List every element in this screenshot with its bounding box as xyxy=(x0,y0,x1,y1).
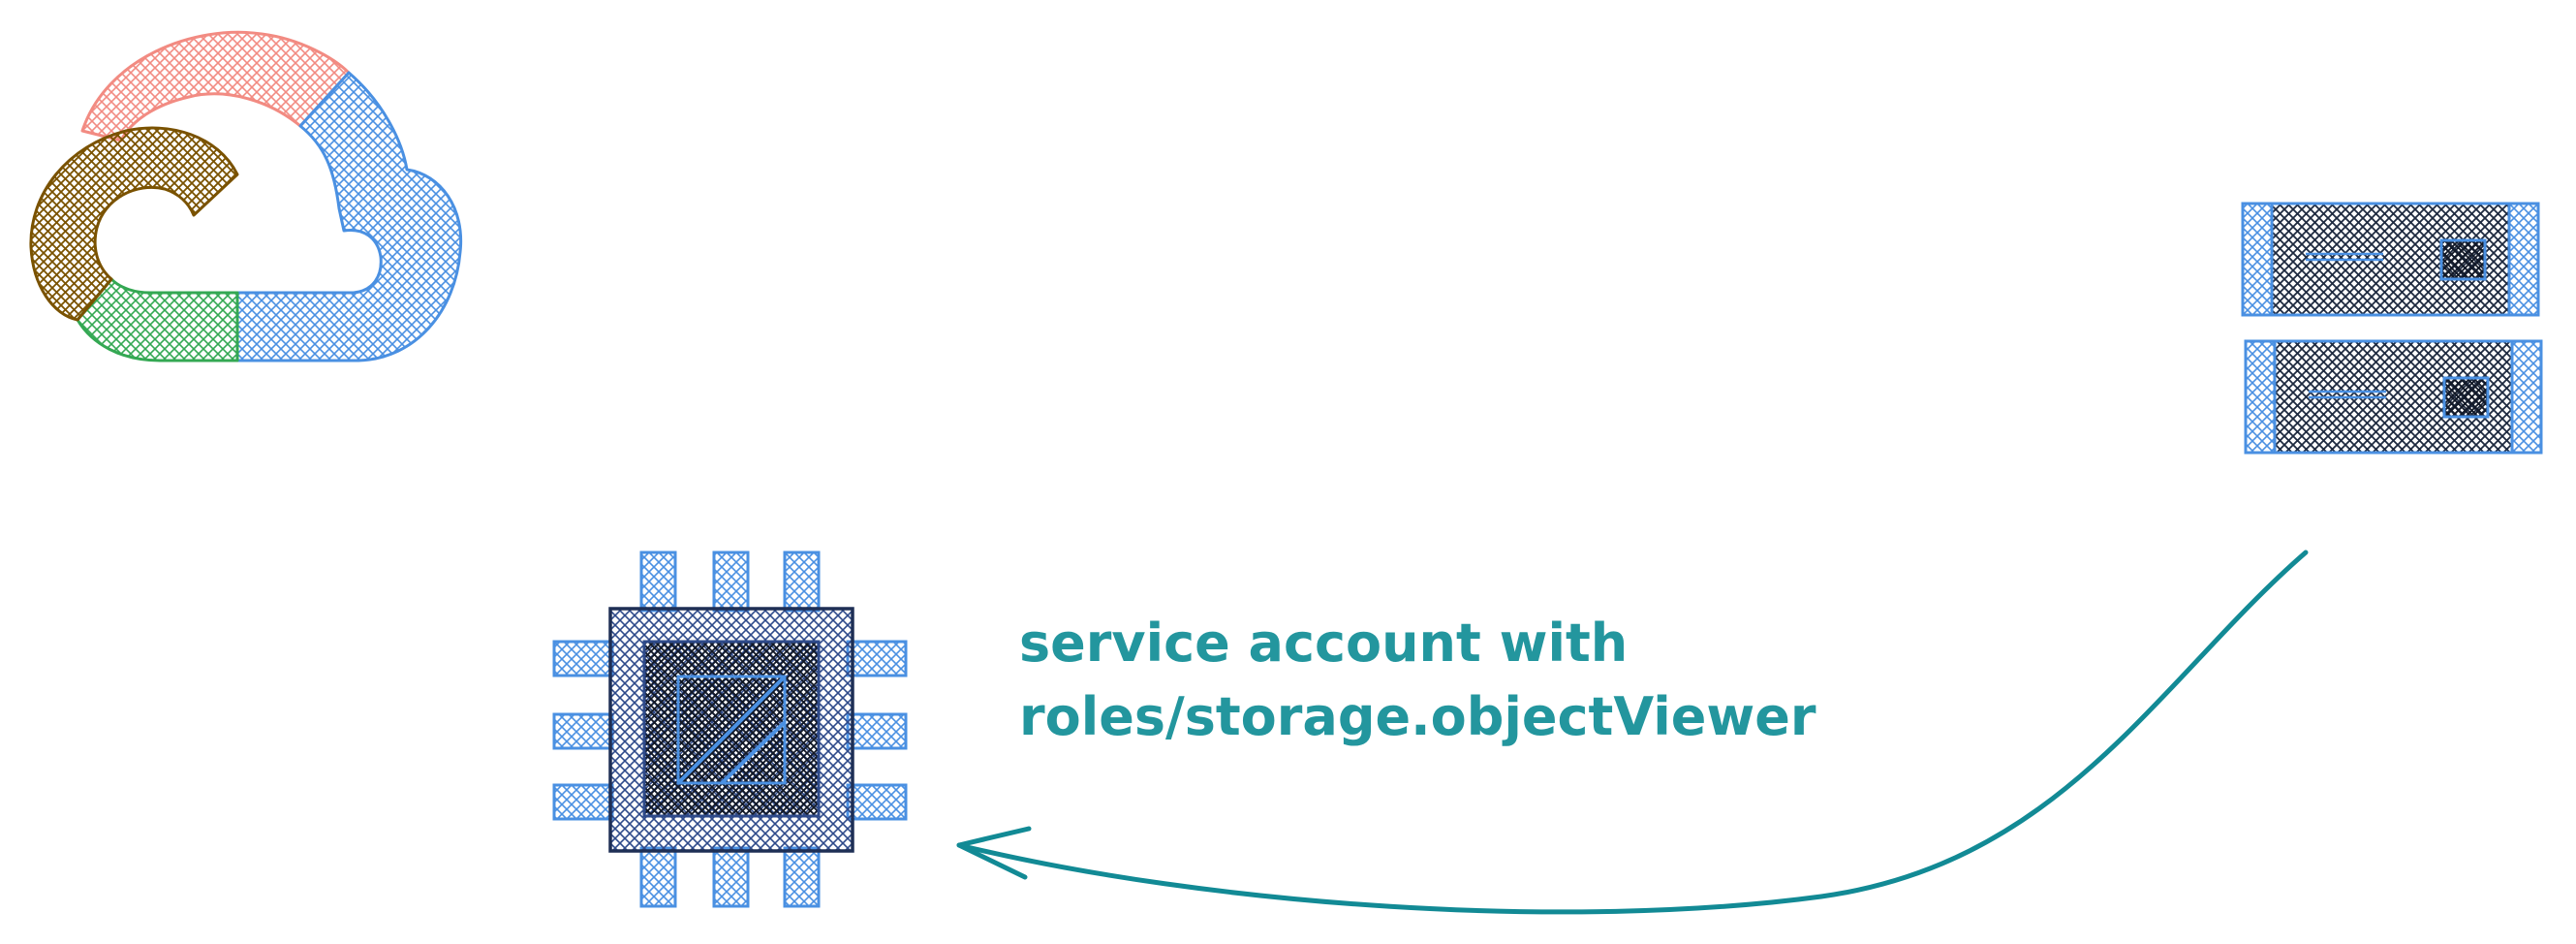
annotation-line-1: service account with xyxy=(1019,613,1628,674)
google-cloud-logo-icon xyxy=(29,30,463,362)
server-unit-top xyxy=(2241,202,2540,317)
arrowhead-icon xyxy=(956,826,1032,880)
arrow-curve xyxy=(956,550,2309,915)
server-stack-icon xyxy=(2241,202,2543,455)
cloud-blue-segment xyxy=(235,71,463,362)
cloud-green-segment xyxy=(76,277,239,362)
access-arrow xyxy=(956,550,2309,915)
arrow-annotation: service account with roles/storage.objec… xyxy=(1019,613,1816,747)
annotation-line-2: roles/storage.objectViewer xyxy=(1019,686,1816,747)
cloud-brown-segment xyxy=(29,126,239,322)
compute-chip-icon xyxy=(552,551,908,908)
cloud-red-segment xyxy=(80,30,351,142)
server-unit-bottom xyxy=(2244,339,2543,455)
